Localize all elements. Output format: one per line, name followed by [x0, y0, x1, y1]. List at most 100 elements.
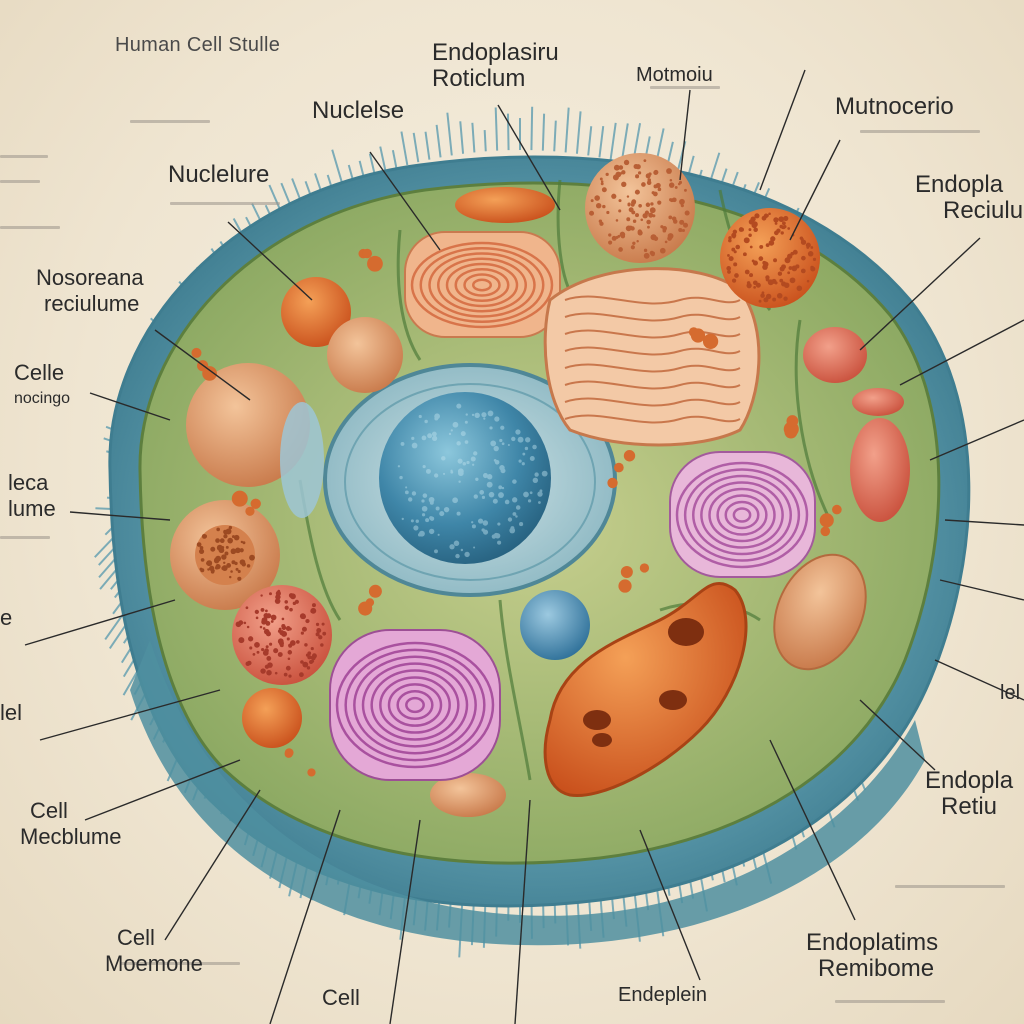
granule — [772, 297, 777, 302]
ribosome-dots — [191, 248, 842, 777]
granule — [637, 229, 643, 234]
granule — [599, 177, 603, 181]
granule — [595, 202, 602, 209]
nucleus-speck — [501, 486, 505, 490]
granule — [669, 179, 673, 182]
granule — [274, 598, 281, 604]
cilium — [368, 153, 376, 176]
ribosome — [820, 526, 831, 537]
granule — [310, 607, 317, 614]
granule — [231, 535, 236, 539]
granule — [262, 627, 266, 630]
granule — [807, 251, 814, 257]
granule — [765, 275, 770, 280]
lysosome-red — [232, 585, 332, 685]
granule — [768, 240, 775, 246]
golgi-purple-left — [329, 629, 501, 781]
nucleus-speck — [443, 506, 450, 513]
nucleus-speck — [521, 462, 525, 466]
granule — [727, 254, 730, 257]
granule — [235, 567, 239, 571]
granule — [679, 200, 684, 205]
nucleus-speck — [424, 419, 428, 424]
granule — [283, 672, 288, 677]
nucleus-speck — [453, 540, 460, 547]
membrane-fold — [353, 655, 477, 755]
granule — [799, 236, 804, 240]
nucleus-speck — [538, 501, 541, 504]
nucleus-speck — [473, 494, 478, 499]
granule — [783, 296, 788, 301]
granule — [235, 621, 242, 628]
nucleus-speck — [539, 489, 543, 493]
granule — [249, 646, 253, 650]
granule — [623, 159, 630, 166]
nucleus-speck — [413, 525, 419, 531]
granule — [273, 648, 279, 654]
nucleus-speck — [472, 463, 475, 466]
nucleus-speck — [515, 505, 521, 510]
nucleus-speck — [490, 440, 497, 447]
granule — [315, 622, 320, 627]
granule — [300, 631, 304, 635]
nucleus-speck — [458, 470, 464, 477]
granule — [682, 229, 685, 232]
nucleus-speck — [524, 446, 529, 451]
granule — [738, 227, 744, 232]
membrane-fold — [344, 648, 486, 762]
nucleus-speck — [408, 497, 413, 502]
nucleus-speck — [493, 445, 499, 452]
nucleus-speck — [475, 477, 479, 481]
granule — [589, 210, 595, 216]
nucleus-speck — [425, 518, 430, 523]
granule — [207, 568, 210, 571]
nucleus-speck — [464, 551, 470, 558]
ribosome — [358, 601, 373, 616]
granule — [259, 625, 263, 629]
granule — [646, 180, 652, 186]
vesicle-peach-1 — [327, 317, 403, 393]
cilium — [494, 107, 499, 151]
vesicle-bottom — [430, 773, 506, 817]
granule — [601, 187, 607, 193]
granule — [748, 233, 752, 237]
ribosome — [202, 366, 217, 381]
granule — [294, 599, 299, 604]
granule — [611, 193, 617, 199]
granule — [246, 625, 250, 629]
granule — [763, 297, 769, 303]
granule — [636, 240, 639, 243]
granule — [779, 278, 784, 283]
nucleus-speck — [431, 431, 437, 437]
nucleus-speck — [504, 499, 510, 505]
nucleus-speck — [429, 500, 434, 505]
granule — [749, 273, 754, 278]
granule — [728, 236, 732, 240]
nucleus-speck — [517, 436, 524, 443]
cilium — [609, 122, 617, 160]
granule — [618, 209, 622, 213]
granule — [643, 252, 650, 259]
granule — [238, 637, 245, 644]
membrane-fold — [387, 683, 443, 727]
cilium — [459, 121, 465, 154]
granule — [735, 244, 741, 250]
golgi-purple-right — [669, 451, 816, 578]
cilium — [620, 123, 629, 163]
nucleus-speck — [471, 413, 475, 417]
nucleus-speck — [512, 512, 517, 516]
er-fold — [564, 312, 741, 322]
cilium — [541, 113, 546, 151]
ribosome — [607, 477, 618, 489]
granule — [744, 269, 750, 275]
caption-line — [170, 202, 280, 205]
organelle-red-2 — [852, 388, 904, 416]
granule — [296, 640, 300, 644]
nucleus-speck — [518, 459, 522, 463]
granule — [753, 285, 757, 289]
vesicle-blue-small — [520, 590, 590, 660]
nucleus-speck — [470, 456, 476, 462]
membrane-fold — [361, 662, 469, 748]
nucleus-speck — [483, 417, 486, 420]
cilium — [424, 131, 431, 160]
